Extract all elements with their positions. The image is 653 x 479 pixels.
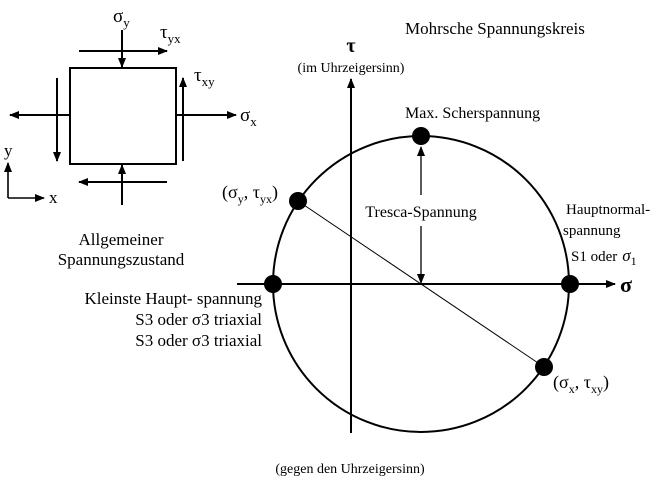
coordinate-axes-icon bbox=[3, 162, 45, 202]
tau-xy-label: τxy bbox=[194, 65, 215, 89]
tresca-label: Tresca-Spannung bbox=[365, 204, 476, 221]
sigma1-point bbox=[561, 275, 579, 293]
axis-x-label: x bbox=[49, 188, 58, 207]
max-shear-label: Max. Scherspannung bbox=[405, 105, 540, 122]
sigma-y-label: σy bbox=[113, 6, 130, 30]
sigma-axis-label: σ bbox=[620, 272, 632, 297]
principal-min-label-line3: S3 oder σ3 triaxial bbox=[135, 331, 262, 350]
principal-max-label-line1: Hauptnormal- bbox=[566, 202, 650, 218]
element-caption-line2: Spannungszustand bbox=[58, 250, 185, 269]
tau-axis-clockwise-note: (im Uhrzeigersinn) bbox=[298, 61, 405, 76]
sigma3-point bbox=[264, 275, 282, 293]
axis-y-label: y bbox=[4, 141, 13, 160]
stress-point-y-label: (σy, τyx) bbox=[222, 182, 278, 206]
stress-point-x bbox=[535, 358, 553, 376]
tau-yx-label: τyx bbox=[160, 22, 181, 46]
stress-state-diameter bbox=[297, 200, 545, 368]
tau-axis-label: τ bbox=[346, 35, 355, 57]
principal-max-label-line2: spannung bbox=[563, 223, 621, 239]
principal-min-label-line1: Kleinste Haupt- spannung bbox=[84, 289, 262, 308]
mohr-circle-plot: Mohrsche Spannungskreis τ (im Uhrzeigers… bbox=[84, 19, 650, 477]
element-square bbox=[69, 67, 177, 165]
sigma-x-label: σx bbox=[240, 105, 257, 129]
max-shear-point bbox=[412, 127, 430, 145]
stress-point-x-label: (σx, τxy) bbox=[553, 372, 609, 396]
element-caption-line1: Allgemeiner bbox=[79, 230, 164, 249]
diagram-title: Mohrsche Spannungskreis bbox=[405, 19, 585, 38]
stress-point-y bbox=[289, 192, 307, 210]
stress-element: σy τyx τxy σx y x Allgemeiner Spannungsz… bbox=[3, 6, 257, 269]
tau-axis-counterclockwise-note: (gegen den Uhrzeigersinn) bbox=[275, 462, 425, 477]
principal-min-label-line2: S3 oder σ3 triaxial bbox=[135, 310, 262, 329]
